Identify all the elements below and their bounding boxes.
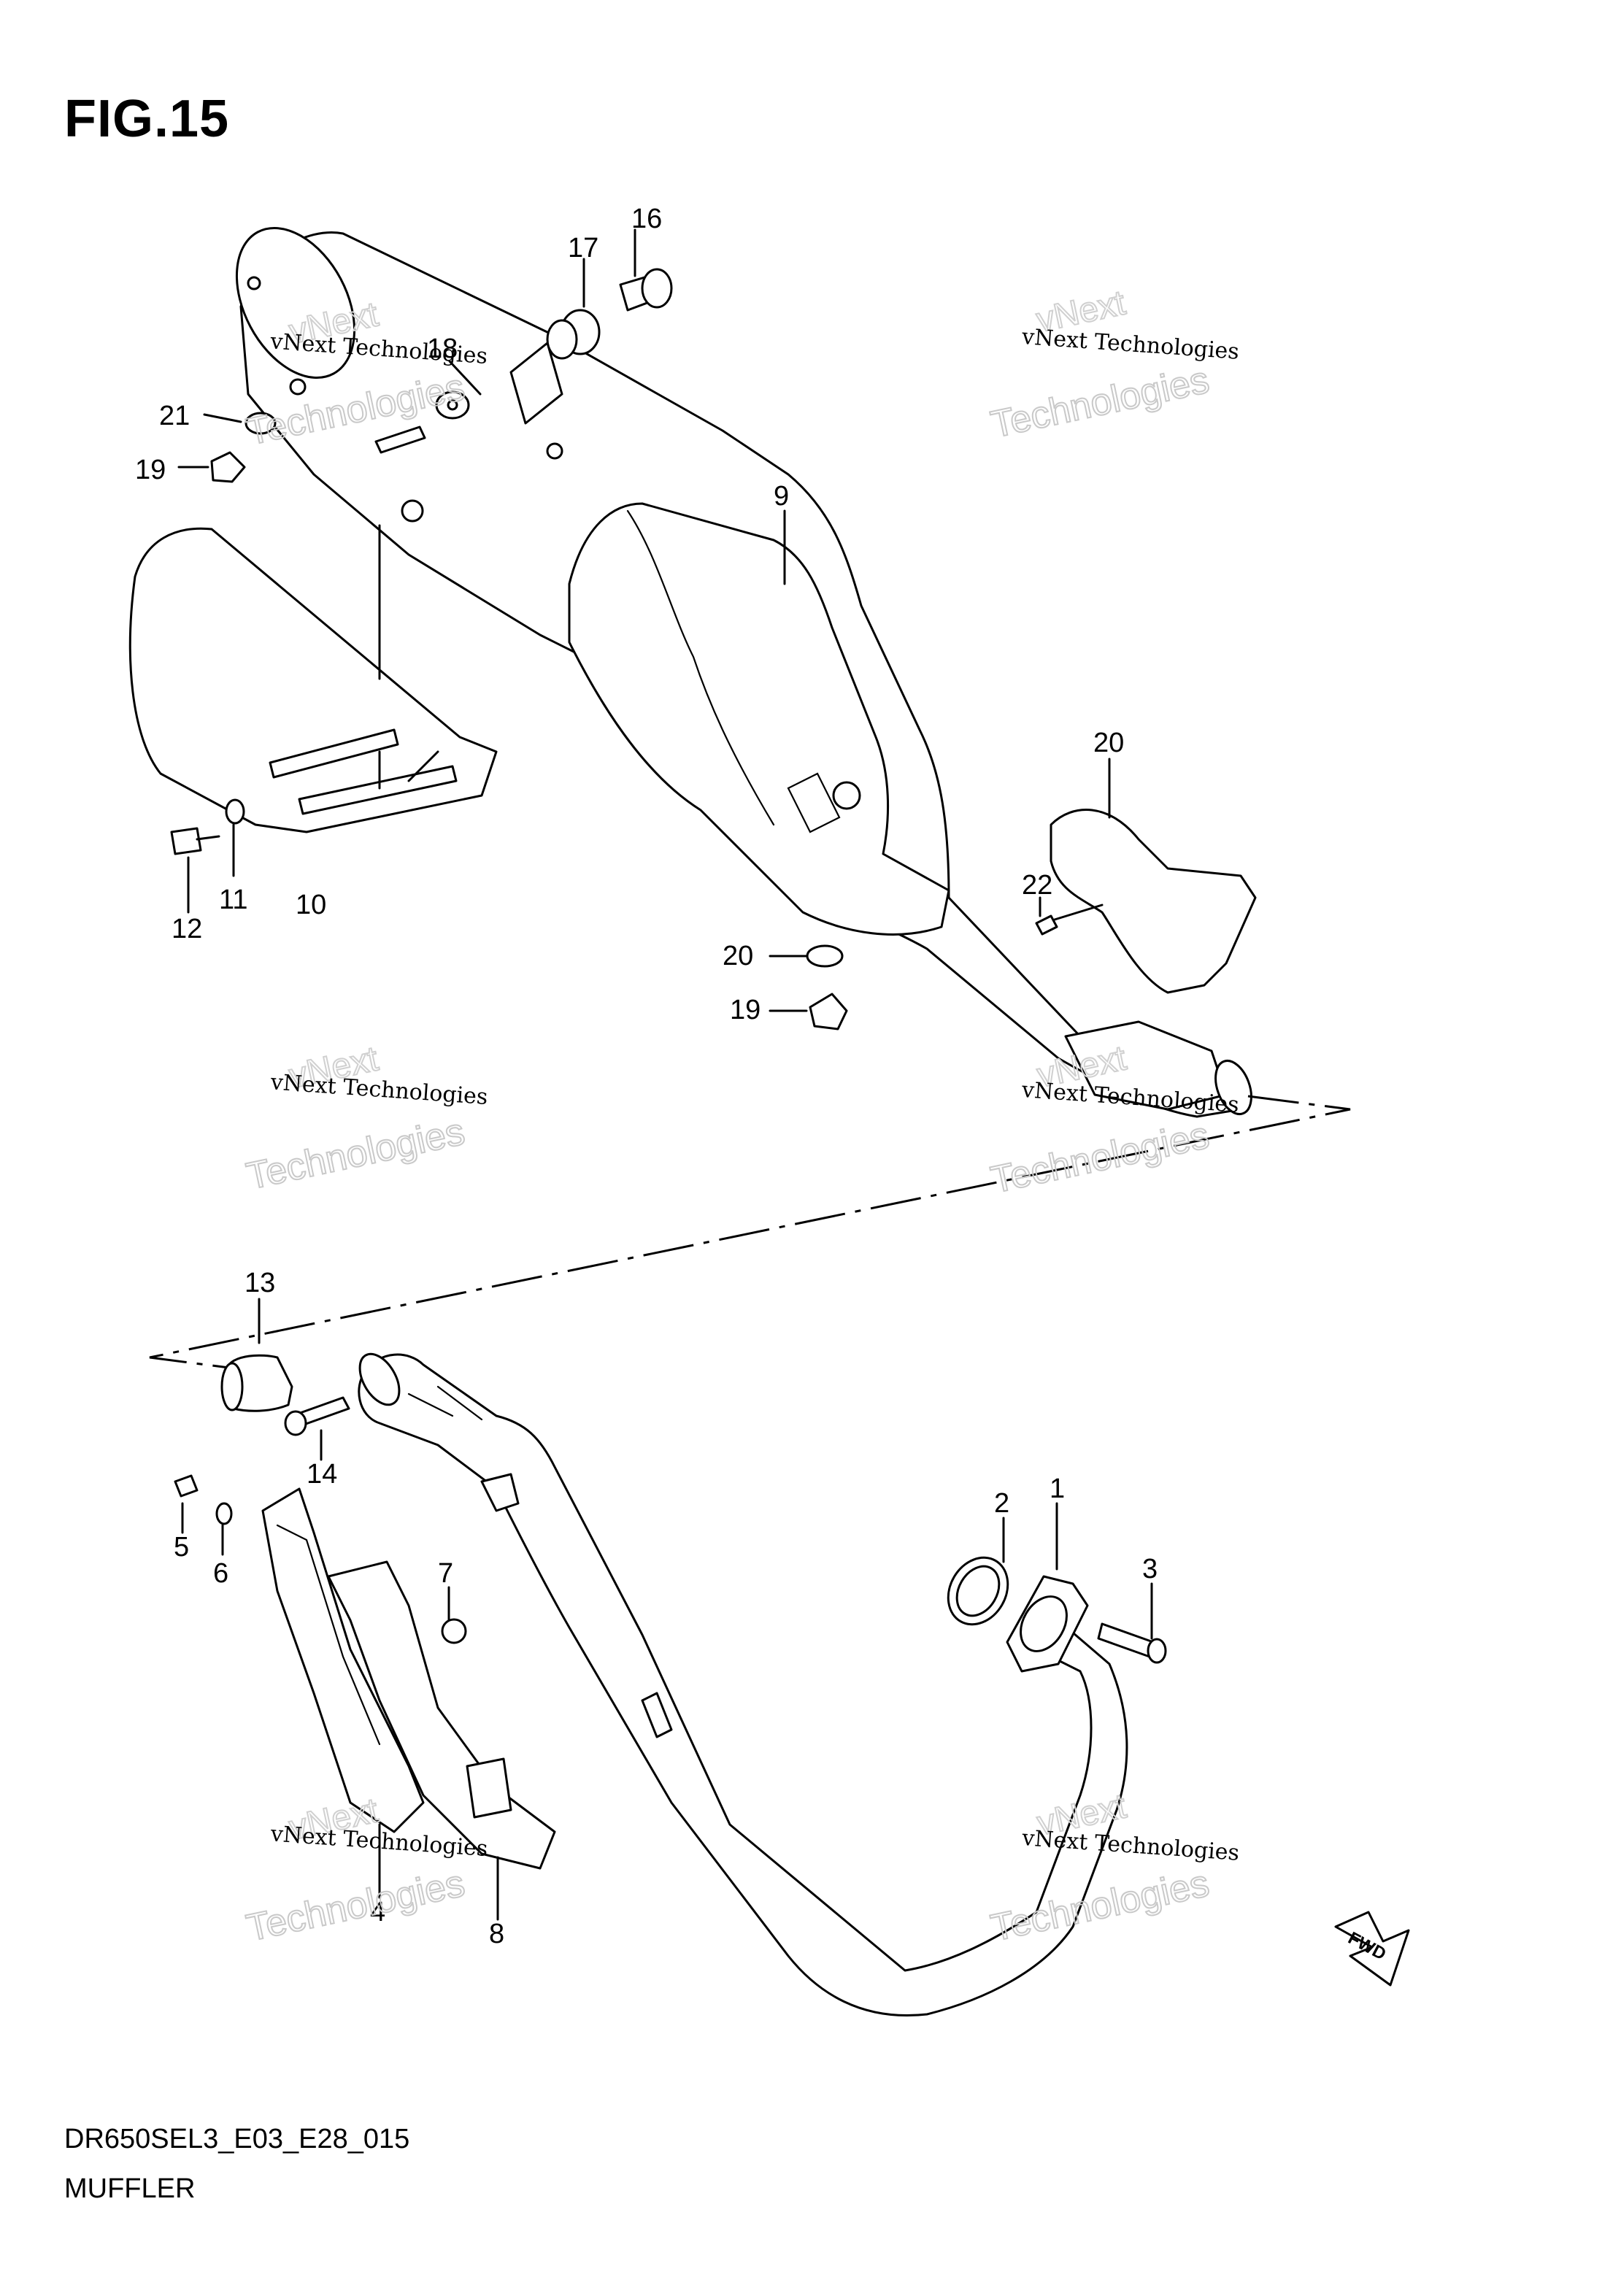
pipe-protector-4 (261, 1487, 425, 1833)
bolt-5 (174, 1474, 199, 1498)
bolt-12 (170, 827, 202, 855)
washer-20-mid (806, 944, 844, 968)
callout-8: 8 (489, 1919, 504, 1949)
callout-13: 13 (245, 1268, 275, 1298)
watermark-top-right: vNext vNext Technologies Technologies (987, 282, 1240, 447)
callout-20-mid: 20 (723, 941, 753, 971)
callout-5: 5 (174, 1532, 189, 1563)
diagram-subtitle: MUFFLER (64, 2173, 196, 2204)
clamp-7 (441, 1618, 467, 1644)
nut-19-mid (809, 993, 848, 1030)
watermark-bottom-right: vNext vNext Technologies Technologies (987, 1786, 1240, 1950)
bolt-18 (374, 425, 426, 454)
assembly-reference-line (149, 1095, 1351, 1374)
callout-18: 18 (427, 334, 458, 364)
washer-20-top (245, 412, 277, 435)
nut-19-top (210, 451, 246, 483)
callout-12: 12 (172, 914, 202, 944)
callout-3: 3 (1142, 1554, 1158, 1584)
svg-text:Technologies: Technologies (243, 1111, 469, 1198)
callout-1: 1 (1050, 1473, 1065, 1504)
svg-text:vNext Technologies: vNext Technologies (1020, 1825, 1240, 1866)
callout-7: 7 (438, 1558, 453, 1589)
callout-labels: 16 17 18 21 19 9 20 22 20 19 12 11 10 13… (135, 204, 1158, 1949)
fwd-arrow-icon: FWD (1334, 1911, 1410, 1987)
muffler-bracket (509, 342, 563, 425)
callout-11: 11 (219, 885, 247, 915)
exhaust-pipe-1 (358, 1353, 1128, 2016)
svg-text:Technologies: Technologies (987, 359, 1213, 447)
muffler-heat-jacket (568, 502, 950, 936)
callout-19-mid: 19 (730, 995, 761, 1025)
watermark-mid-left: vNext vNext Technologies Technologies (242, 1039, 489, 1198)
callout-4: 4 (370, 1897, 385, 1927)
svg-text:Technologies: Technologies (987, 1114, 1213, 1202)
figure-title: FIG.15 (64, 90, 230, 148)
callout-9: 9 (774, 481, 789, 512)
callout-2: 2 (994, 1488, 1009, 1519)
muffler-protector-21 (1050, 809, 1257, 994)
svg-text:Technologies: Technologies (987, 1862, 1213, 1950)
callout-10: 10 (296, 890, 326, 920)
callout-17: 17 (568, 233, 598, 263)
washer-11 (225, 798, 245, 825)
muffler-assembly (235, 226, 1252, 1118)
svg-text:Technologies: Technologies (243, 1862, 469, 1950)
svg-text:vNext Technologies: vNext Technologies (1020, 324, 1240, 365)
callout-14: 14 (307, 1459, 337, 1490)
callout-19-top: 19 (135, 455, 166, 485)
callout-22: 22 (1022, 870, 1052, 901)
callout-6: 6 (213, 1558, 228, 1589)
callout-16: 16 (631, 204, 662, 234)
bolt-3 (1097, 1622, 1155, 1658)
muffler-end-cap (235, 226, 356, 380)
diagram-code: DR650SEL3_E03_E28_015 (64, 2124, 410, 2154)
heat-shield (128, 527, 498, 833)
callout-20-top: 21 (159, 401, 190, 431)
screw-22 (1035, 914, 1058, 936)
callout-21: 20 (1093, 728, 1124, 758)
washer-6 (215, 1502, 233, 1525)
exhaust-connector-13 (225, 1354, 293, 1412)
